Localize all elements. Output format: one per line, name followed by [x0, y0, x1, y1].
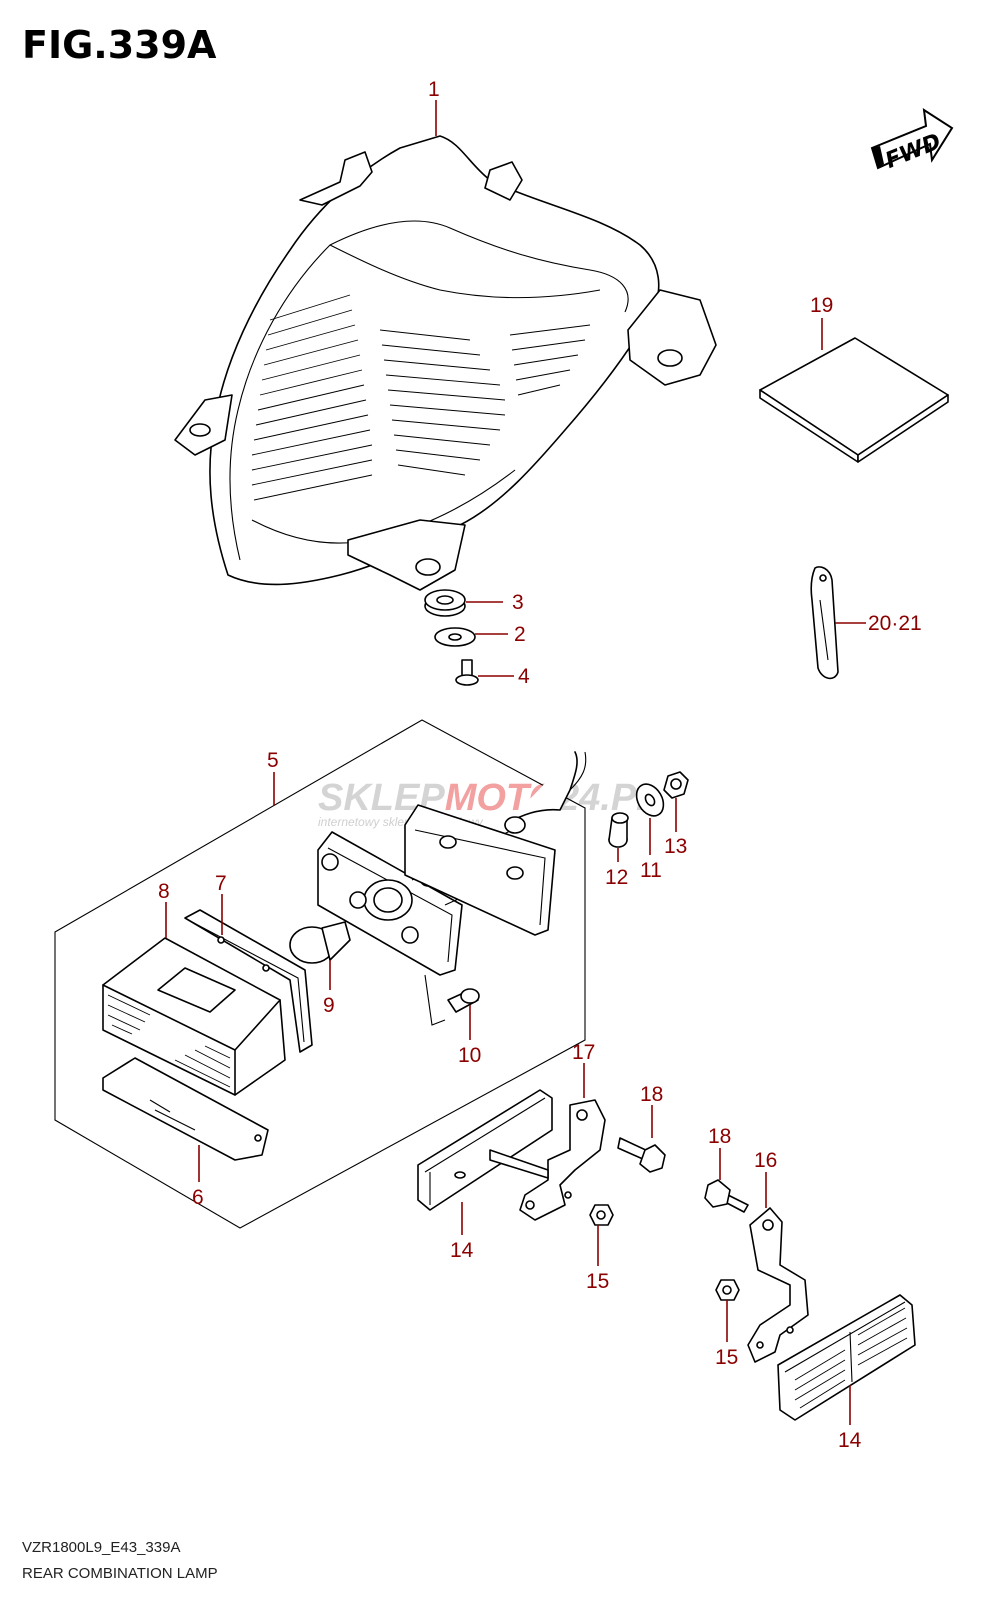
callout-6: 6 [192, 1186, 204, 1209]
part-7-gasket [184, 909, 313, 1053]
fwd-arrow-icon: FWD [870, 108, 954, 174]
callout-16: 16 [754, 1149, 777, 1172]
callout-19: 19 [810, 294, 833, 317]
callout-15-upper: 15 [586, 1270, 609, 1293]
leader-lines [165, 100, 866, 1425]
part-9-bulb [289, 921, 351, 964]
callout-12: 12 [605, 866, 628, 889]
part-4-screw [455, 659, 479, 686]
callout-3: 3 [512, 591, 524, 614]
part-12-collar [608, 812, 629, 848]
diagram-caption: REAR COMBINATION LAMP [22, 1565, 218, 1582]
callout-9: 9 [323, 994, 335, 1017]
part-14-reflector-left [417, 1089, 553, 1211]
callout-4: 4 [518, 665, 530, 688]
figure-title: FIG.339A [22, 23, 217, 67]
part-2-washer [434, 627, 476, 647]
callout-labels: 1 3 2 4 5 19 20·21 8 7 9 10 12 11 13 6 1… [158, 78, 922, 1452]
part-19-pad [759, 337, 949, 463]
part-11-washer [635, 783, 665, 817]
part-17-bracket [489, 1099, 606, 1221]
part-18-bolt-upper [617, 1137, 666, 1173]
callout-18-lower: 18 [708, 1125, 731, 1148]
part-15-nut-upper [589, 1204, 614, 1226]
svg-text:SKLEPMOTO24.PL: SKLEPMOTO24.PL [318, 777, 659, 819]
part-8-license-lens [102, 937, 286, 1096]
callout-7: 7 [215, 872, 227, 895]
callout-14-left: 14 [450, 1239, 474, 1262]
diagram-code: VZR1800L9_E43_339A [22, 1539, 180, 1556]
part-14-reflector-right [777, 1294, 916, 1421]
part-3-grommet [424, 589, 466, 617]
callout-15-lower: 15 [715, 1346, 738, 1369]
callout-2: 2 [514, 623, 526, 646]
part-10-screw [424, 974, 480, 1026]
callout-14-right: 14 [838, 1429, 862, 1452]
part-15-nut-lower [715, 1279, 740, 1301]
part-1-tail-lamp-housing [174, 135, 717, 591]
watermark: SKLEPMOTO24.PL internetowy sklep motocyk… [318, 777, 659, 829]
callout-20-21: 20·21 [868, 612, 922, 635]
callout-8: 8 [158, 880, 170, 903]
callout-18-upper: 18 [640, 1083, 663, 1106]
callout-13: 13 [664, 835, 687, 858]
part-18-bolt-lower [704, 1179, 749, 1213]
part-socket-housing [317, 829, 523, 976]
part-20-21-band [810, 566, 839, 680]
part-6-plate [102, 1057, 269, 1161]
callout-1: 1 [428, 78, 440, 101]
part-13-nut [663, 771, 689, 799]
callout-5: 5 [267, 749, 279, 772]
callout-11: 11 [640, 859, 662, 882]
part-5-assembly-outline [54, 719, 586, 1229]
part-back-plate [404, 751, 587, 936]
part-16-bracket [747, 1207, 809, 1363]
callout-17: 17 [572, 1041, 595, 1064]
callout-10: 10 [458, 1044, 481, 1067]
